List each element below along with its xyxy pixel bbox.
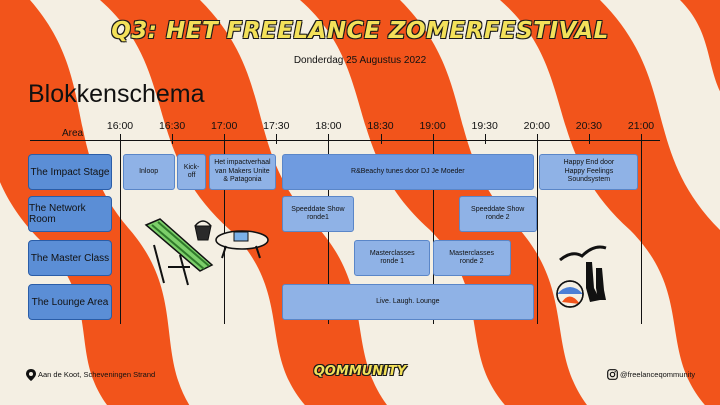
area-column-label: Area [62,128,84,139]
event-block[interactable]: Kick-off [177,154,206,190]
event-date: Donderdag 25 Augustus 2022 [293,55,427,66]
beach-ball-icon [556,245,607,308]
half-hour-tick [484,134,486,144]
event-block[interactable]: Live. Laugh. Lounge [281,284,535,320]
hour-gridline [224,134,226,324]
hour-gridline [641,134,642,324]
location-text: Aan de Koot, Scheveningen Strand [38,370,156,379]
event-block[interactable]: Masterclasses ronde 1 [354,240,430,276]
event-block[interactable]: R&Beachy tunes door DJ Je Moeder [281,154,535,190]
beach-chair-icon [144,218,214,286]
event-block[interactable]: Speeddate Show ronde 2 [458,196,537,232]
room-label: The Impact Stage [28,154,112,190]
schedule-heading: Blokkenschema [28,80,205,108]
time-label: 18:00 [315,120,342,132]
half-hour-tick [380,134,382,144]
event-block[interactable]: Het impactverhaal van Makers Unite & Pat… [208,154,277,190]
time-label: 16:00 [106,120,134,132]
hour-gridline [120,134,121,324]
event-block[interactable]: Speeddate Show ronde1 [281,196,355,232]
social-handle[interactable]: @freelanceqommunity [620,370,696,379]
room-label: The Network Room [28,196,112,232]
time-axis [30,140,660,141]
page-title: Q3: HET FREELANCE ZOMERFESTIVAL [111,18,609,44]
flippers-icon [586,262,606,302]
snorkel-icon [215,230,269,259]
room-label: The Master Class [28,240,112,276]
hour-gridline [432,134,434,324]
time-label: 17:00 [211,120,238,132]
bucket-icon [194,220,212,241]
time-label: 19:30 [471,120,498,132]
half-hour-tick [172,134,174,144]
time-label: 21:00 [627,120,655,132]
time-label: 17:30 [263,120,290,132]
room-label: The Lounge Area [28,284,112,320]
time-label: 16:30 [158,120,186,132]
hour-gridline [536,134,538,324]
event-block[interactable]: Inloop [122,154,175,190]
event-block[interactable]: Masterclasses ronde 2 [432,240,511,276]
location-pin-icon [26,369,36,381]
half-hour-tick [276,134,278,144]
time-label: 19:00 [419,120,446,132]
half-hour-tick [588,134,590,144]
event-block[interactable]: Happy End door Happy Feelings Soundsyste… [539,154,639,190]
brand-logo: QOMMUNITY [313,364,407,379]
time-label: 20:30 [575,120,603,132]
instagram-icon[interactable] [607,369,618,380]
time-label: 18:30 [367,120,394,132]
time-label: 20:00 [523,120,550,132]
